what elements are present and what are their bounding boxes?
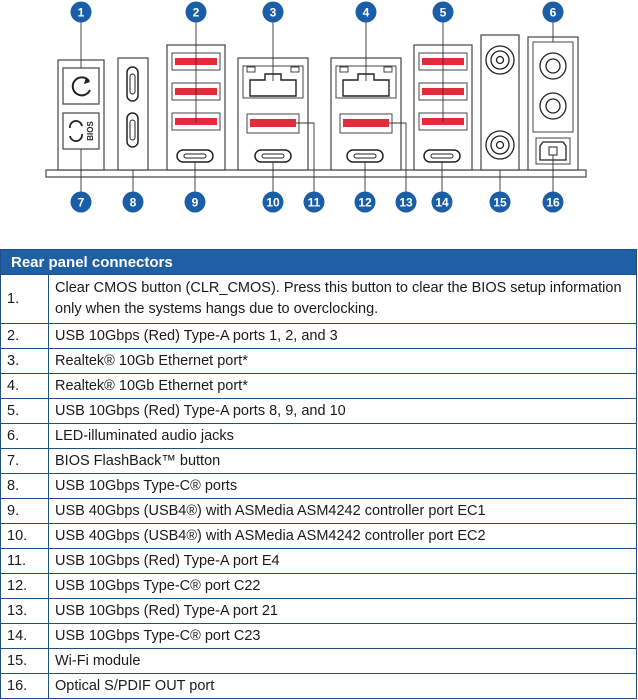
table-row: 13.USB 10Gbps (Red) Type-A port 21 (0, 598, 637, 624)
row-number: 5. (0, 398, 49, 424)
panel-baseline (45, 169, 587, 178)
callout-13: 13 (395, 191, 417, 213)
leader-lines (80, 21, 554, 192)
table-row: 7.BIOS FlashBack™ button (0, 448, 637, 474)
table-row: 16.Optical S/PDIF OUT port (0, 673, 637, 699)
table-row: 4.Realtek® 10Gb Ethernet port* (0, 373, 637, 399)
callout-3: 3 (262, 1, 284, 23)
callout-5: 5 (432, 1, 454, 23)
callout-8: 8 (122, 191, 144, 213)
callout-2: 2 (185, 1, 207, 23)
connector-table: Rear panel connectors 1.Clear CMOS butto… (0, 249, 637, 699)
svg-text:9: 9 (192, 196, 199, 210)
row-description: USB 40Gbps (USB4®) with ASMedia ASM4242 … (48, 523, 637, 549)
svg-text:5: 5 (440, 6, 447, 20)
table-header-row: Rear panel connectors (0, 249, 637, 275)
callout-16: 16 (542, 191, 564, 213)
row-description: USB 10Gbps (Red) Type-A port E4 (48, 548, 637, 574)
svg-text:1: 1 (78, 6, 85, 20)
callout-14: 14 (431, 191, 453, 213)
audio-panel (527, 36, 579, 171)
row-number: 13. (0, 598, 49, 624)
row-description: LED-illuminated audio jacks (48, 423, 637, 449)
row-number: 2. (0, 323, 49, 349)
svg-text:7: 7 (78, 196, 85, 210)
row-number: 15. (0, 648, 49, 674)
table-row: 9.USB 40Gbps (USB4®) with ASMedia ASM424… (0, 498, 637, 524)
row-description: USB 10Gbps (Red) Type-A port 21 (48, 598, 637, 624)
callout-11: 11 (303, 191, 325, 213)
row-number: 4. (0, 373, 49, 399)
svg-text:8: 8 (130, 196, 137, 210)
row-description: BIOS FlashBack™ button (48, 448, 637, 474)
svg-text:3: 3 (270, 6, 277, 20)
svg-text:15: 15 (493, 196, 507, 210)
callout-1: 1 (70, 1, 92, 23)
row-number: 16. (0, 673, 49, 699)
table-row: 8.USB 10Gbps Type-C® ports (0, 473, 637, 499)
row-description: USB 10Gbps Type-C® port C23 (48, 623, 637, 649)
refresh-icon (71, 76, 91, 97)
table-row: 15.Wi-Fi module (0, 648, 637, 674)
callout-6: 6 (542, 1, 564, 23)
table-row: 10.USB 40Gbps (USB4®) with ASMedia ASM42… (0, 523, 637, 549)
row-description: USB 10Gbps (Red) Type-A ports 1, 2, and … (48, 323, 637, 349)
svg-text:11: 11 (308, 196, 321, 210)
callout-4: 4 (355, 1, 377, 23)
row-description: Realtek® 10Gb Ethernet port* (48, 373, 637, 399)
svg-text:16: 16 (546, 196, 560, 210)
row-number: 11. (0, 548, 49, 574)
bios-flashback-button: BIOS (62, 112, 100, 150)
row-number: 12. (0, 573, 49, 599)
row-description: Wi-Fi module (48, 648, 637, 674)
callout-7: 7 (70, 191, 92, 213)
row-number: 14. (0, 623, 49, 649)
callout-9: 9 (184, 191, 206, 213)
row-description: USB 10Gbps Type-C® ports (48, 473, 637, 499)
row-number: 8. (0, 473, 49, 499)
callout-10: 10 (262, 191, 284, 213)
row-number: 1. (0, 274, 49, 324)
bios-label: BIOS (86, 121, 95, 141)
svg-text:13: 13 (399, 196, 413, 210)
row-number: 7. (0, 448, 49, 474)
svg-text:4: 4 (363, 6, 370, 20)
table-row: 6.LED-illuminated audio jacks (0, 423, 637, 449)
table-row: 1.Clear CMOS button (CLR_CMOS). Press th… (0, 274, 637, 324)
usb-c-10g-pair (117, 57, 149, 171)
rear-panel-diagram: BIOS (45, 1, 587, 213)
table-header: Rear panel connectors (0, 249, 637, 275)
svg-text:2: 2 (193, 6, 200, 20)
svg-text:10: 10 (266, 196, 280, 210)
row-description: Clear CMOS button (CLR_CMOS). Press this… (48, 274, 637, 324)
table-row: 3.Realtek® 10Gb Ethernet port* (0, 348, 637, 374)
row-number: 10. (0, 523, 49, 549)
callout-12: 12 (354, 191, 376, 213)
svg-text:14: 14 (435, 196, 449, 210)
row-description: USB 10Gbps (Red) Type-A ports 8, 9, and … (48, 398, 637, 424)
row-description: Optical S/PDIF OUT port (48, 673, 637, 699)
row-number: 3. (0, 348, 49, 374)
flashback-icon (69, 120, 83, 142)
table-row: 2.USB 10Gbps (Red) Type-A ports 1, 2, an… (0, 323, 637, 349)
table-row: 12.USB 10Gbps Type-C® port C22 (0, 573, 637, 599)
table-row: 5.USB 10Gbps (Red) Type-A ports 8, 9, an… (0, 398, 637, 424)
row-description: Realtek® 10Gb Ethernet port* (48, 348, 637, 374)
row-description: USB 40Gbps (USB4®) with ASMedia ASM4242 … (48, 498, 637, 524)
row-number: 9. (0, 498, 49, 524)
row-number: 6. (0, 423, 49, 449)
callout-15: 15 (489, 191, 511, 213)
table-row: 14.USB 10Gbps Type-C® port C23 (0, 623, 637, 649)
row-description: USB 10Gbps Type-C® port C22 (48, 573, 637, 599)
table-row: 11.USB 10Gbps (Red) Type-A port E4 (0, 548, 637, 574)
svg-text:6: 6 (550, 6, 557, 20)
wifi-module (480, 34, 520, 171)
svg-text:12: 12 (358, 196, 372, 210)
